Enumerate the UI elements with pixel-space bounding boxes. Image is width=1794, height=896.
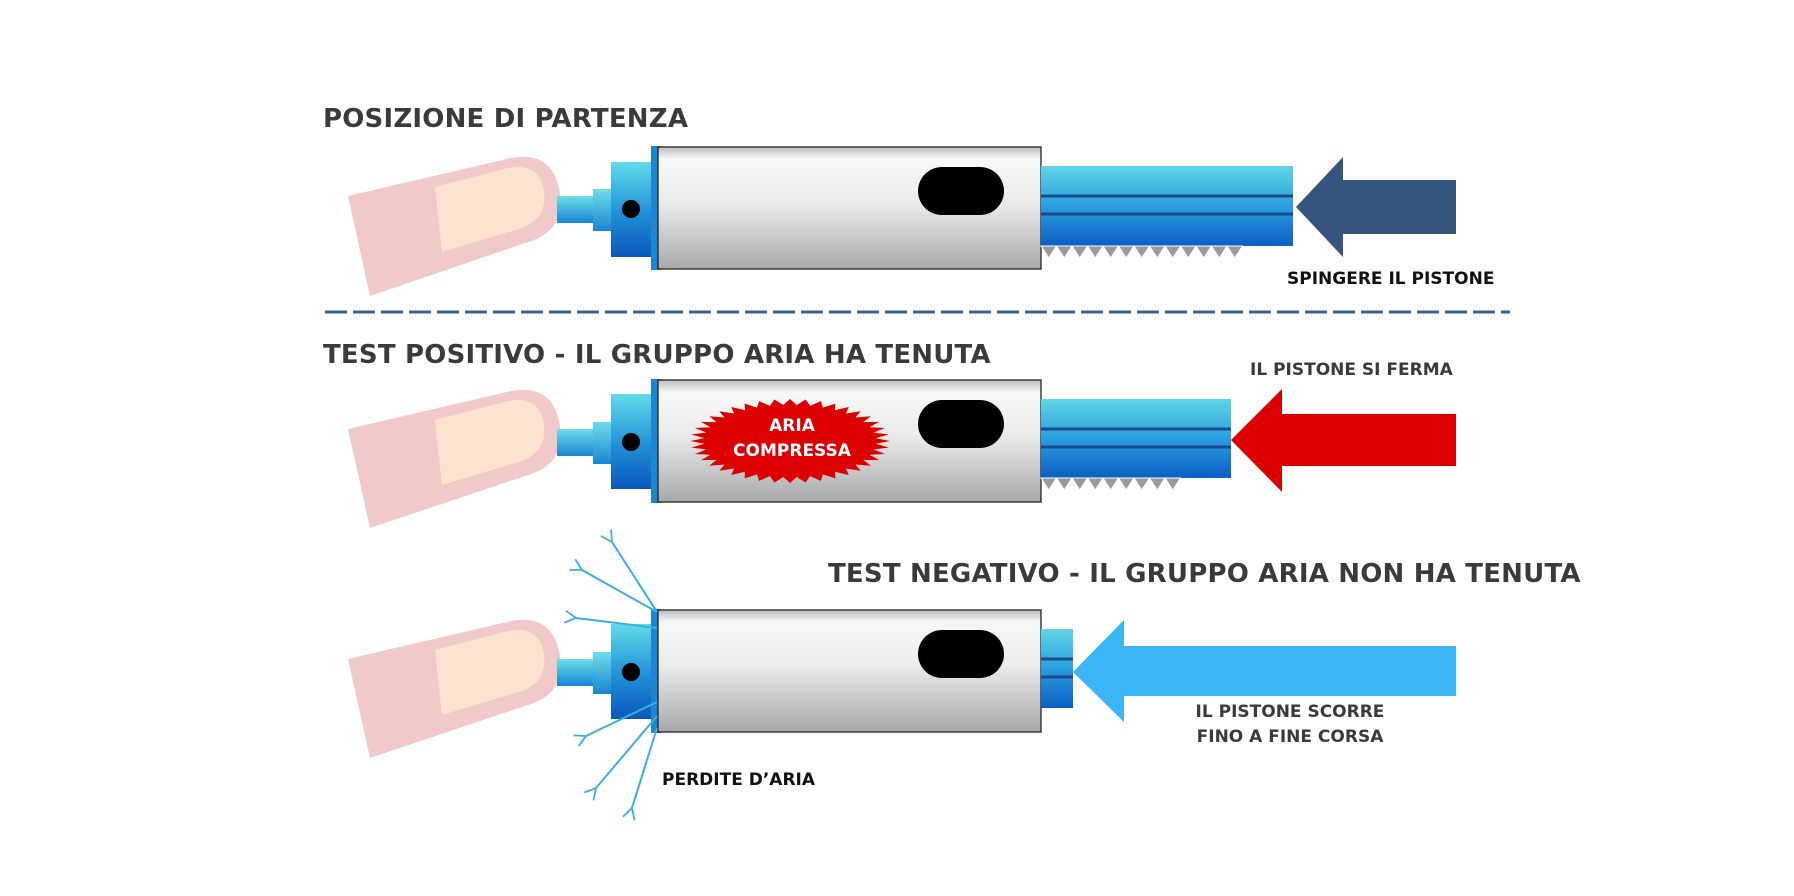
row-positive-test [348, 379, 1456, 528]
note-piston-full-stroke: IL PISTONE SCORRE FINO A FINE CORSA [1180, 700, 1400, 750]
nozzle-hole [622, 433, 640, 451]
piston-tooth [1071, 477, 1089, 491]
row-starting-position [348, 146, 1456, 296]
air-leak-arrows [564, 529, 658, 821]
syringe-nozzle [557, 394, 653, 489]
leak-arrow [569, 558, 658, 613]
piston-tooth [1086, 245, 1104, 259]
burst-label-line1: ARIA [769, 416, 815, 436]
note-piston-stops: IL PISTONE SI FERMA [1250, 360, 1453, 380]
compressed-air-burst [690, 399, 890, 483]
leak-arrow [564, 609, 658, 629]
piston-rod [1041, 629, 1073, 708]
barrel-collar [651, 609, 661, 733]
barrel-collar [651, 379, 661, 503]
piston-tooth [1226, 245, 1244, 259]
piston-tooth [1102, 477, 1120, 491]
piston-tooth [1040, 245, 1058, 259]
syringe-nozzle [557, 162, 653, 257]
full-stroke-arrow [1073, 620, 1456, 722]
piston-tooth [1148, 477, 1166, 491]
piston-tooth [1133, 477, 1151, 491]
piston-teeth [1040, 477, 1182, 491]
piston-tooth [1164, 245, 1182, 259]
leak-arrow [622, 727, 658, 821]
piston-rod [1041, 399, 1231, 478]
barrel-window [918, 400, 1004, 448]
note-line1: IL PISTONE SCORRE [1195, 702, 1385, 722]
piston-teeth [1040, 245, 1244, 259]
piston-tooth [1195, 245, 1213, 259]
push-arrow [1296, 157, 1456, 257]
piston-tooth [1148, 245, 1166, 259]
note-push-piston: SPINGERE IL PISTONE [1287, 269, 1495, 289]
finger-icon [348, 619, 561, 758]
piston-tooth [1164, 477, 1182, 491]
barrel-window [918, 167, 1004, 215]
piston-tooth [1071, 245, 1089, 259]
piston-tooth [1102, 245, 1120, 259]
stop-arrow [1231, 389, 1456, 492]
finger-icon [348, 156, 561, 296]
leak-arrow [573, 701, 658, 747]
finger-icon [348, 389, 561, 528]
burst-label-line2: COMPRESSA [733, 441, 851, 461]
row-negative-test [348, 529, 1456, 821]
leak-arrow [583, 715, 658, 801]
barrel-collar [651, 146, 661, 270]
piston-tooth [1117, 477, 1135, 491]
piston-tooth [1055, 477, 1073, 491]
nozzle-hole [622, 200, 640, 218]
title-starting-position: POSIZIONE DI PARTENZA [323, 104, 689, 134]
syringe-nozzle [557, 624, 653, 719]
piston-rod [1041, 166, 1293, 246]
piston-tooth [1133, 245, 1151, 259]
piston-tooth [1040, 477, 1058, 491]
burst-label: ARIA COMPRESSA [722, 414, 862, 464]
nozzle-hole [622, 663, 640, 681]
piston-tooth [1055, 245, 1073, 259]
piston-tooth [1117, 245, 1135, 259]
piston-tooth [1210, 245, 1228, 259]
piston-tooth [1179, 245, 1197, 259]
piston-tooth [1086, 477, 1104, 491]
title-negative-test: TEST NEGATIVO - IL GRUPPO ARIA NON HA TE… [828, 559, 1581, 589]
note-line2: FINO A FINE CORSA [1196, 727, 1384, 747]
barrel-window [918, 630, 1004, 678]
leak-label: PERDITE D’ARIA [662, 770, 816, 790]
title-positive-test: TEST POSITIVO - IL GRUPPO ARIA HA TENUTA [323, 340, 991, 370]
leak-arrow [600, 529, 658, 613]
